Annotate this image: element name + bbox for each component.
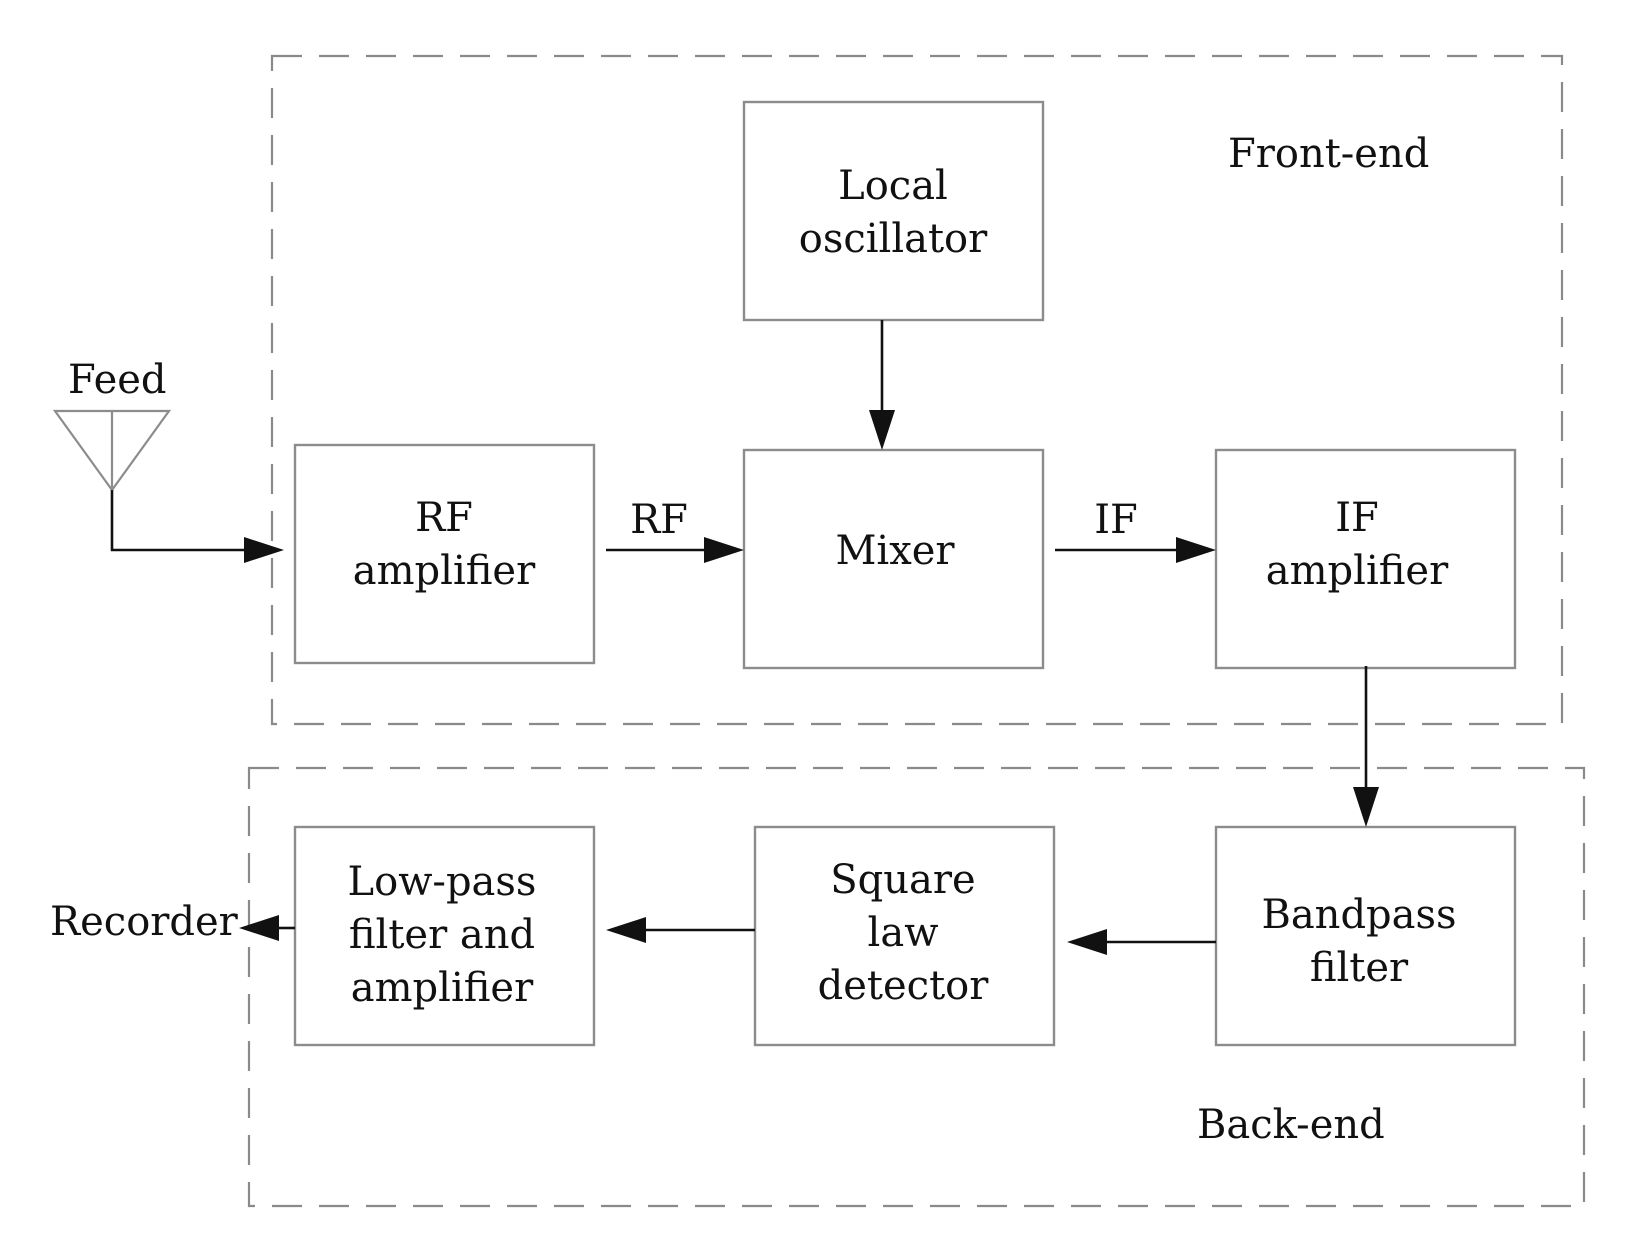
bandpass-filter-line-2: filter	[1310, 945, 1409, 991]
mixer-line-1: Mixer	[835, 528, 955, 574]
feed-to-rf-amplifier-arrow	[110, 490, 284, 563]
if-amplifier-line-2: amplifier	[1266, 548, 1449, 594]
lowpass-to-recorder-arrow	[239, 915, 295, 941]
lowpass-filter-amplifier-block: Low-pass filter and amplifier	[293, 825, 596, 1047]
recorder-label: Recorder	[50, 899, 239, 945]
lowpass-filter-amplifier-line-2: filter and	[349, 912, 535, 958]
local-oscillator-line-1: Local	[838, 163, 948, 209]
back-end-label: Back-end	[1197, 1102, 1385, 1148]
if-amplifier-line-1: IF	[1335, 495, 1379, 541]
rf-signal-label: RF	[630, 497, 688, 543]
square-law-detector-line-1: Square	[830, 857, 975, 903]
local-oscillator-to-mixer-arrow	[869, 320, 895, 450]
if-amplifier-to-bandpass-arrow	[1353, 666, 1379, 827]
square-law-detector-block: Square law detector	[753, 825, 1056, 1047]
if-amplifier-block: IF amplifier	[1214, 448, 1517, 670]
if-signal-label: IF	[1094, 497, 1138, 543]
rf-amplifier-line-1: RF	[415, 495, 473, 541]
detector-to-lowpass-arrow	[606, 917, 755, 943]
local-oscillator-block: Local oscillator	[742, 100, 1045, 322]
square-law-detector-line-2: law	[868, 910, 939, 956]
if-signal-arrow	[1055, 537, 1216, 563]
bandpass-filter-line-1: Bandpass	[1261, 892, 1456, 938]
bandpass-filter-block: Bandpass filter	[1214, 825, 1517, 1047]
rf-signal-arrow	[606, 537, 744, 563]
bandpass-to-detector-arrow	[1067, 929, 1216, 955]
back-end-region	[247, 766, 1586, 1208]
lowpass-filter-amplifier-line-1: Low-pass	[348, 859, 537, 905]
lowpass-filter-amplifier-line-3: amplifier	[351, 965, 534, 1011]
local-oscillator-line-2: oscillator	[799, 216, 988, 262]
mixer-block: Mixer	[742, 448, 1045, 670]
front-end-label: Front-end	[1228, 131, 1429, 177]
rf-amplifier-block: RF amplifier	[293, 443, 596, 665]
rf-amplifier-line-2: amplifier	[353, 548, 536, 594]
square-law-detector-line-3: detector	[818, 963, 990, 1009]
feed-label: Feed	[68, 357, 167, 403]
front-end-region	[270, 54, 1564, 726]
